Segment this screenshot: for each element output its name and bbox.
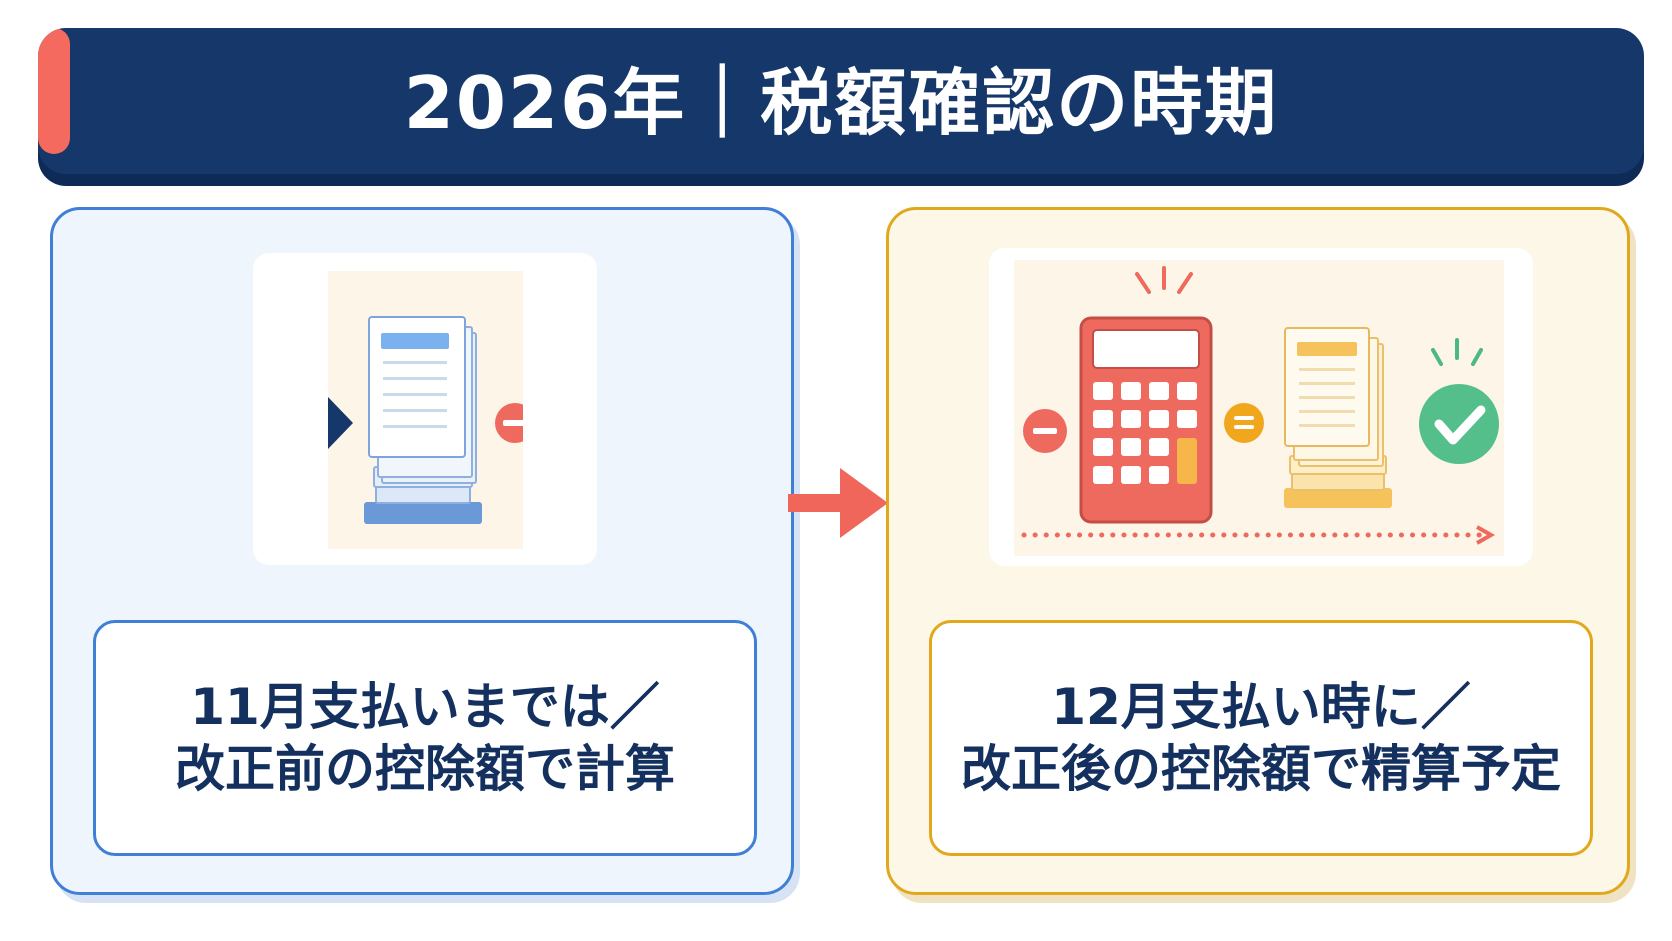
before-november-panel: 11月支払いまでは／ 改正前の控除額で計算: [50, 207, 794, 895]
left-caption-line-2: 改正前の控除額で計算: [175, 740, 675, 798]
minus-icon: [495, 403, 523, 443]
minus-icon: [1023, 409, 1067, 453]
document-stack-icon: [1284, 327, 1392, 508]
calculator-icon: [1079, 316, 1213, 524]
left-illustration: [253, 253, 597, 565]
equals-icon: [1224, 403, 1264, 443]
check-icon: [1419, 384, 1499, 464]
right-illustration: [989, 248, 1533, 566]
header-accent-bar: [38, 28, 70, 154]
header-banner: 2026年｜税額確認の時期: [38, 28, 1644, 174]
right-caption-box: 12月支払い時に／ 改正後の控除額で精算予定: [929, 620, 1593, 856]
left-caption-line-1: 11月支払いまでは／: [190, 678, 660, 736]
left-caption-box: 11月支払いまでは／ 改正前の控除額で計算: [93, 620, 757, 856]
pointer-arrow-icon: [328, 397, 353, 449]
sparkle-icon: [1135, 266, 1193, 294]
right-caption-line-2: 改正後の控除額で精算予定: [961, 740, 1561, 798]
arrow-right-icon: [788, 468, 888, 538]
right-caption-line-1: 12月支払い時に／: [1051, 678, 1471, 736]
december-panel: 12月支払い時に／ 改正後の控除額で精算予定: [886, 207, 1630, 895]
document-stack-icon: [328, 271, 523, 549]
page-title: 2026年｜税額確認の時期: [403, 61, 1279, 145]
sparkle-icon: [1431, 338, 1483, 366]
